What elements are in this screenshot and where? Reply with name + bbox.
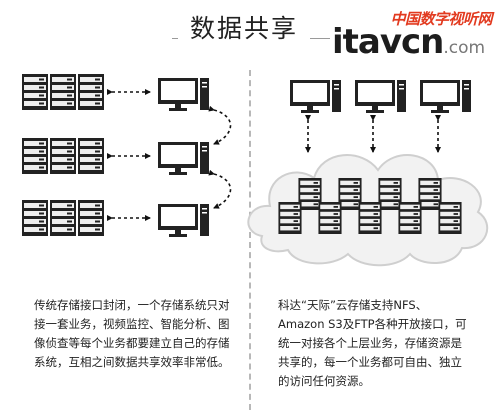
server-rack-icon: [298, 178, 322, 210]
logo-suffix: .com: [443, 38, 486, 58]
server-group-3: [22, 200, 104, 236]
logo-main-text: itavcn: [332, 22, 444, 62]
site-logo: 中国数字视听网 itavcn.com: [332, 0, 500, 68]
curved-arrow-2: [208, 169, 232, 209]
server-rack-icon: [50, 138, 76, 174]
left-caption: 传统存储接口封闭，一个存储系统只对接一套业务，视频监控、智能分析、图像侦查等每个…: [34, 298, 230, 369]
server-group-1: [22, 74, 104, 110]
server-rack-icon: [78, 200, 104, 236]
logo-slogan: 中国数字视听网: [390, 10, 492, 28]
desktop-computer-icon: [290, 80, 341, 113]
server-rack-icon: [22, 138, 48, 174]
server-rack-icon: [358, 202, 382, 234]
server-rack-icon: [318, 202, 342, 234]
desktop-computer-icon: [355, 80, 406, 113]
server-rack-icon: [78, 138, 104, 174]
right-caption: 科达“天际”云存储支持NFS、Amazon S3及FTP各种开放接口，可统一对接…: [278, 298, 467, 388]
server-rack-icon: [418, 178, 442, 210]
desktop-computer-icon: [158, 142, 209, 175]
server-rack-icon: [438, 202, 462, 234]
server-rack-icon: [22, 74, 48, 110]
server-rack-icon: [378, 178, 402, 210]
server-group-2: [22, 138, 104, 174]
desktop-computer-icon: [158, 78, 209, 111]
server-rack-icon: [398, 202, 422, 234]
logo-wordmark: itavcn.com: [332, 22, 485, 68]
server-rack-icon: [278, 202, 302, 234]
server-rack-icon: [50, 200, 76, 236]
desktop-computer-icon: [158, 204, 209, 237]
server-rack-icon: [22, 200, 48, 236]
title-rule-right: [310, 38, 330, 39]
panel-divider: [249, 70, 251, 410]
server-rack-icon: [338, 178, 362, 210]
server-rack-icon: [50, 74, 76, 110]
desktop-computer-icon: [420, 80, 471, 113]
page-title: 数据共享: [189, 14, 298, 43]
server-rack-icon: [78, 74, 104, 110]
title-rule-left: [172, 38, 178, 39]
curved-arrow-1: [208, 105, 232, 145]
